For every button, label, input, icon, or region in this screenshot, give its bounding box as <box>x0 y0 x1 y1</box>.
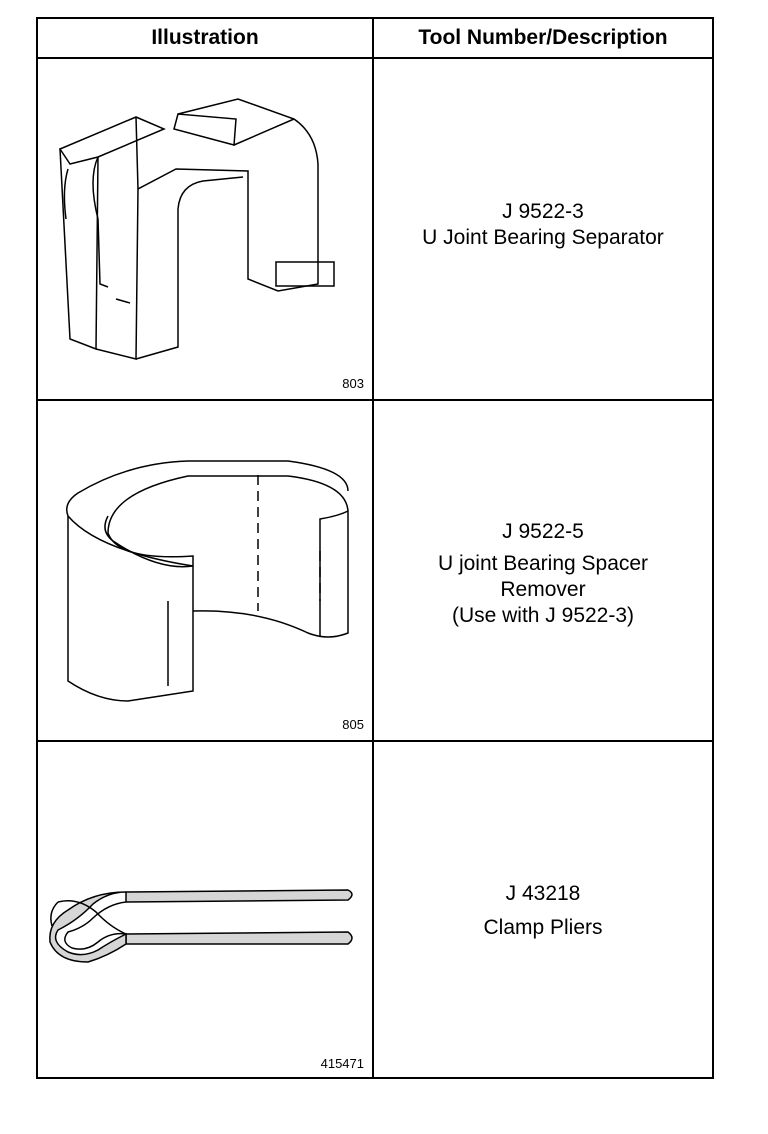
clamp-pliers-icon <box>49 889 353 963</box>
tool-description-line: U joint Bearing Spacer <box>437 552 649 575</box>
tool-description-line: (Use with J 9522-3) <box>451 604 635 627</box>
illustration-cell: 415471 <box>38 742 372 1079</box>
tool-number: J 9522-3 <box>502 200 584 223</box>
tool-description-cell: J 9522-3 U Joint Bearing Separator <box>374 199 712 251</box>
tool-description-cell: J 9522-5 U joint Bearing Spacer Remover … <box>374 519 712 629</box>
header-tool-number: Tool Number/Description <box>418 26 668 49</box>
illustration-cell: 805 <box>38 401 372 740</box>
tool-description: Clamp Pliers <box>483 916 603 939</box>
figure-number: 805 <box>342 717 364 732</box>
u-joint-bearing-separator-icon <box>58 98 335 360</box>
u-joint-bearing-spacer-remover-icon <box>66 460 349 702</box>
tool-number: J 43218 <box>505 882 581 905</box>
row-divider <box>38 740 712 742</box>
header-divider <box>38 57 712 59</box>
figure-number: 803 <box>342 376 364 391</box>
row-divider <box>38 399 712 401</box>
tool-description: U Joint Bearing Separator <box>422 226 664 249</box>
tool-table: Illustration Tool Number/Description 803… <box>36 17 714 1079</box>
tool-number: J 9522-5 <box>502 520 584 543</box>
illustration-cell: 803 <box>38 59 372 399</box>
column-divider <box>372 19 374 1077</box>
header-illustration: Illustration <box>151 26 259 49</box>
tool-description-line: Remover <box>500 578 586 601</box>
tool-description-cell: J 43218 Clamp Pliers <box>374 881 712 941</box>
figure-number: 415471 <box>320 1056 364 1071</box>
